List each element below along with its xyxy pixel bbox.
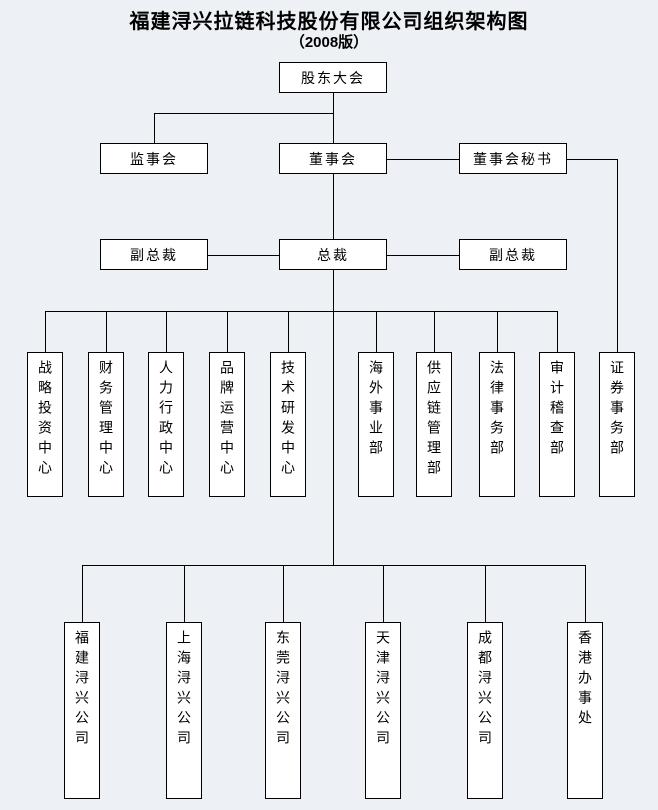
node-dept-audit: 审计稽查部 xyxy=(539,352,575,497)
dept-label: 战略投资中心 xyxy=(37,360,53,480)
subsidiary-label: 天津浔兴公司 xyxy=(375,630,391,750)
node-board-secretary: 董事会秘书 xyxy=(459,143,567,174)
node-subsidiary-hongkong: 香港办事处 xyxy=(567,622,603,799)
node-president: 总裁 xyxy=(279,239,387,270)
dept-label: 审计稽查部 xyxy=(549,360,565,460)
node-dept-strategic-investment: 战略投资中心 xyxy=(27,352,63,497)
connector-line xyxy=(288,311,289,352)
dept-label: 财务管理中心 xyxy=(98,360,114,480)
connector-line xyxy=(283,565,284,622)
subsidiary-label: 福建浔兴公司 xyxy=(74,630,90,750)
dept-label: 人力行政中心 xyxy=(158,360,174,480)
connector-line xyxy=(497,311,498,352)
dept-label: 品牌运营中心 xyxy=(219,360,235,480)
connector-line xyxy=(333,174,334,239)
connector-line xyxy=(387,159,459,160)
connector-line xyxy=(585,565,586,622)
node-dept-finance: 财务管理中心 xyxy=(88,352,124,497)
page-title: 福建浔兴拉链科技股份有限公司组织架构图 xyxy=(129,11,529,33)
connector-line xyxy=(166,311,167,352)
node-dept-hr-admin: 人力行政中心 xyxy=(148,352,184,497)
subsidiary-label: 上海浔兴公司 xyxy=(176,630,192,750)
dept-label: 法律事务部 xyxy=(489,360,505,460)
connector-line xyxy=(567,159,617,160)
connector-line xyxy=(184,565,185,622)
node-vp-left: 副总裁 xyxy=(100,239,208,270)
connector-line xyxy=(45,311,46,352)
node-subsidiary-dongguan: 东莞浔兴公司 xyxy=(265,622,301,799)
node-dept-brand-operations: 品牌运营中心 xyxy=(209,352,245,497)
connector-line xyxy=(208,255,279,256)
node-subsidiary-fujian: 福建浔兴公司 xyxy=(64,622,100,799)
connector-line xyxy=(617,159,618,352)
dept-label: 技术研发中心 xyxy=(280,360,296,480)
connector-line xyxy=(82,565,83,622)
subsidiary-label: 香港办事处 xyxy=(577,630,593,730)
connector-line xyxy=(387,255,459,256)
node-supervisory-board: 监事会 xyxy=(100,143,208,174)
connector-line xyxy=(434,311,435,352)
node-subsidiary-shanghai: 上海浔兴公司 xyxy=(166,622,202,799)
connector-line xyxy=(82,565,586,566)
dept-label: 海外事业部 xyxy=(368,360,384,460)
dept-label: 供应链管理部 xyxy=(426,360,442,480)
node-vp-right: 副总裁 xyxy=(459,239,567,270)
connector-line xyxy=(333,270,334,565)
page-subtitle: （2008版） xyxy=(289,34,369,51)
node-dept-overseas: 海外事业部 xyxy=(358,352,394,497)
node-dept-securities: 证券事务部 xyxy=(599,352,635,497)
node-dept-legal: 法律事务部 xyxy=(479,352,515,497)
node-dept-supply-chain: 供应链管理部 xyxy=(416,352,452,497)
node-dept-rnd: 技术研发中心 xyxy=(270,352,306,497)
connector-line xyxy=(383,565,384,622)
node-shareholders-meeting: 股东大会 xyxy=(279,62,387,93)
connector-line xyxy=(45,311,558,312)
connector-line xyxy=(227,311,228,352)
connector-line xyxy=(154,113,334,114)
node-board-of-directors: 董事会 xyxy=(279,143,387,174)
node-subsidiary-chengdu: 成都浔兴公司 xyxy=(467,622,503,799)
subsidiary-label: 成都浔兴公司 xyxy=(477,630,493,750)
connector-line xyxy=(376,311,377,352)
connector-line xyxy=(154,113,155,143)
dept-label: 证券事务部 xyxy=(609,360,625,460)
node-subsidiary-tianjin: 天津浔兴公司 xyxy=(365,622,401,799)
connector-line xyxy=(557,311,558,352)
subsidiary-label: 东莞浔兴公司 xyxy=(275,630,291,750)
connector-line xyxy=(333,93,334,143)
connector-line xyxy=(106,311,107,352)
connector-line xyxy=(485,565,486,622)
